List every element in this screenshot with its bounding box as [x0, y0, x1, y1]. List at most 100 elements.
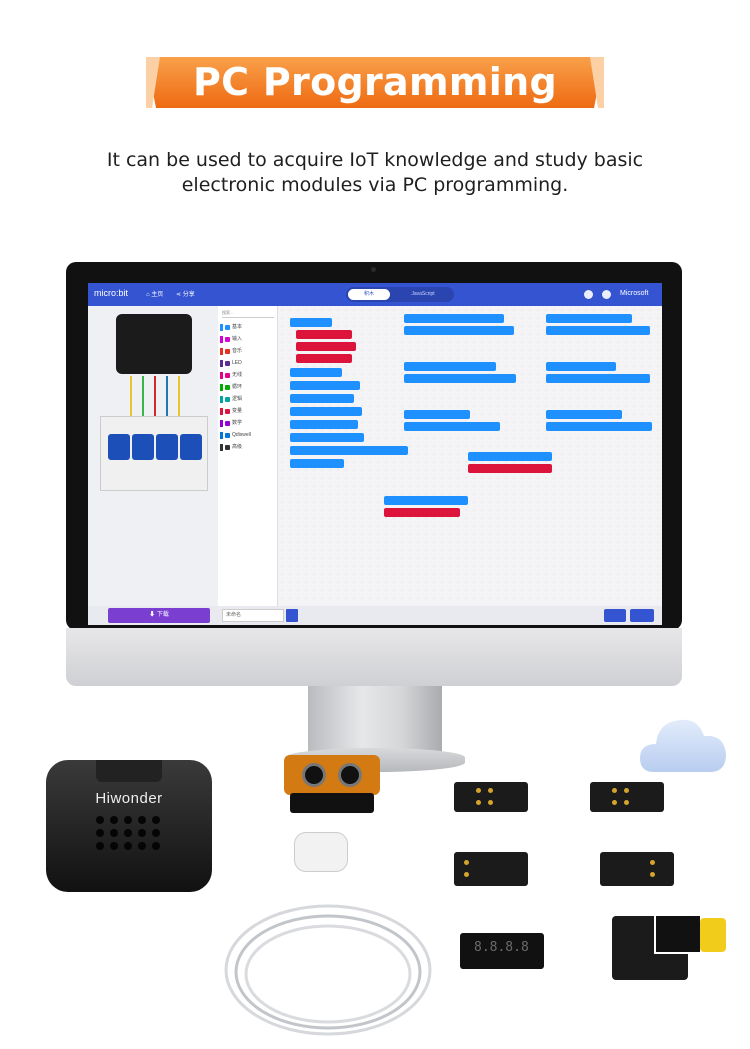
- toolbox-item-label: 无线: [232, 372, 243, 378]
- category-color-bar: [220, 348, 223, 355]
- ultrasonic-eye: [338, 763, 362, 787]
- code-block[interactable]: [290, 420, 358, 429]
- code-block[interactable]: [546, 374, 650, 383]
- segment-display-module: 8.8.8.8: [460, 933, 544, 969]
- gear-icon[interactable]: [602, 290, 611, 299]
- javascript-tab[interactable]: JavaScript: [411, 291, 435, 297]
- code-block[interactable]: [546, 326, 650, 335]
- toolbox-item[interactable]: 无线: [218, 370, 278, 381]
- toolbox-item[interactable]: 高级: [218, 442, 278, 453]
- code-block[interactable]: [404, 314, 504, 323]
- code-block[interactable]: [296, 354, 352, 363]
- microbit-logo[interactable]: micro:bit: [94, 288, 129, 298]
- sensor-module: [108, 434, 130, 460]
- camera-icon: [371, 267, 376, 272]
- segment-digits: 8.8.8.8: [474, 940, 529, 955]
- download-button[interactable]: ⬇ 下载: [108, 608, 210, 623]
- editor-header: micro:bit ⌂ 主页 ⋖ 分享 积木 JavaScript Micros…: [88, 283, 662, 306]
- category-color-bar: [220, 324, 223, 331]
- code-block[interactable]: [546, 362, 616, 371]
- code-block[interactable]: [296, 330, 352, 339]
- toolbox-item[interactable]: 逻辑: [218, 394, 278, 405]
- toolbox-item[interactable]: 循环: [218, 382, 278, 393]
- category-color-bar: [220, 336, 223, 343]
- category-icon: [225, 397, 230, 402]
- code-block[interactable]: [404, 362, 496, 371]
- share-link[interactable]: ⋖ 分享: [176, 292, 195, 298]
- simulator-panel: [88, 306, 218, 606]
- toolbox-item-label: LED: [232, 360, 242, 366]
- code-block[interactable]: [290, 446, 408, 455]
- category-color-bar: [220, 432, 223, 439]
- toolbox-item-label: 数学: [232, 420, 243, 426]
- code-block[interactable]: [290, 368, 342, 377]
- hub-brand-label: Hiwonder: [95, 790, 163, 807]
- home-link[interactable]: ⌂ 主页: [146, 292, 164, 298]
- zoom-buttons[interactable]: [630, 609, 654, 622]
- code-block[interactable]: [546, 422, 652, 431]
- category-icon: [225, 421, 230, 426]
- code-block[interactable]: [384, 508, 460, 517]
- editor-footer: ⬇ 下载 未命名: [88, 606, 662, 625]
- category-icon: [225, 325, 230, 330]
- category-color-bar: [220, 396, 223, 403]
- fan-hub: [700, 918, 726, 952]
- block-toolbox: 搜索... 基本输入音乐 LED 无线循环逻辑变量数学 Qdiswell 高级: [218, 306, 278, 606]
- category-icon: [225, 409, 230, 414]
- help-icon[interactable]: [584, 290, 593, 299]
- toolbox-item[interactable]: 音乐: [218, 346, 278, 357]
- project-name-input[interactable]: 未命名: [222, 609, 284, 622]
- wire: [166, 376, 168, 436]
- block-workspace[interactable]: [278, 306, 662, 606]
- sensor-module: [132, 434, 154, 460]
- code-block[interactable]: [290, 394, 354, 403]
- code-block[interactable]: [404, 374, 516, 383]
- code-block[interactable]: [546, 314, 632, 323]
- code-block[interactable]: [404, 410, 470, 419]
- toolbox-item-label: 高级: [232, 444, 243, 450]
- toolbox-item[interactable]: 数学: [218, 418, 278, 429]
- soil-moisture-sensor: [600, 852, 674, 886]
- toolbox-item-label: 逻辑: [232, 396, 243, 402]
- code-block[interactable]: [546, 410, 622, 419]
- page-subtitle: It can be used to acquire IoT knowledge …: [40, 148, 710, 198]
- toolbox-item[interactable]: 变量: [218, 406, 278, 417]
- toolbox-item[interactable]: Qdiswell: [218, 430, 278, 441]
- sensor-module-2: [590, 782, 664, 812]
- save-button[interactable]: [286, 609, 298, 622]
- controller-hub: Hiwonder: [46, 760, 212, 892]
- toolbox-search[interactable]: 搜索...: [222, 310, 274, 318]
- sensor-module: [156, 434, 178, 460]
- share-label: 分享: [182, 292, 195, 298]
- code-block[interactable]: [290, 459, 344, 468]
- category-color-bar: [220, 372, 223, 379]
- code-block[interactable]: [296, 342, 356, 351]
- category-icon: [225, 373, 230, 378]
- microbit-board[interactable]: [116, 314, 192, 374]
- toolbox-item[interactable]: 输入: [218, 334, 278, 345]
- code-block[interactable]: [290, 407, 362, 416]
- microsoft-logo: Microsoft: [620, 290, 649, 297]
- toolbox-item[interactable]: 基本: [218, 322, 278, 333]
- code-block[interactable]: [404, 422, 500, 431]
- speaker-grille: [96, 816, 166, 858]
- code-block[interactable]: [290, 381, 360, 390]
- code-block[interactable]: [404, 326, 514, 335]
- banner-shape: [146, 57, 604, 108]
- code-block[interactable]: [384, 496, 468, 505]
- category-icon: [225, 433, 230, 438]
- water-pump: [294, 832, 348, 872]
- code-block[interactable]: [290, 433, 364, 442]
- undo-redo-buttons[interactable]: [604, 609, 626, 622]
- code-block[interactable]: [468, 452, 552, 461]
- blocks-tab[interactable]: 积木: [348, 289, 390, 300]
- home-label: 主页: [151, 292, 164, 298]
- ultrasonic-eye: [302, 763, 326, 787]
- category-color-bar: [220, 408, 223, 415]
- code-block[interactable]: [290, 318, 332, 327]
- editor-mode-toggle[interactable]: 积木 JavaScript: [346, 287, 454, 302]
- toolbox-item[interactable]: LED: [218, 358, 278, 369]
- code-block[interactable]: [468, 464, 552, 473]
- sensor-module: [180, 434, 202, 460]
- toolbox-item-label: 输入: [232, 336, 243, 342]
